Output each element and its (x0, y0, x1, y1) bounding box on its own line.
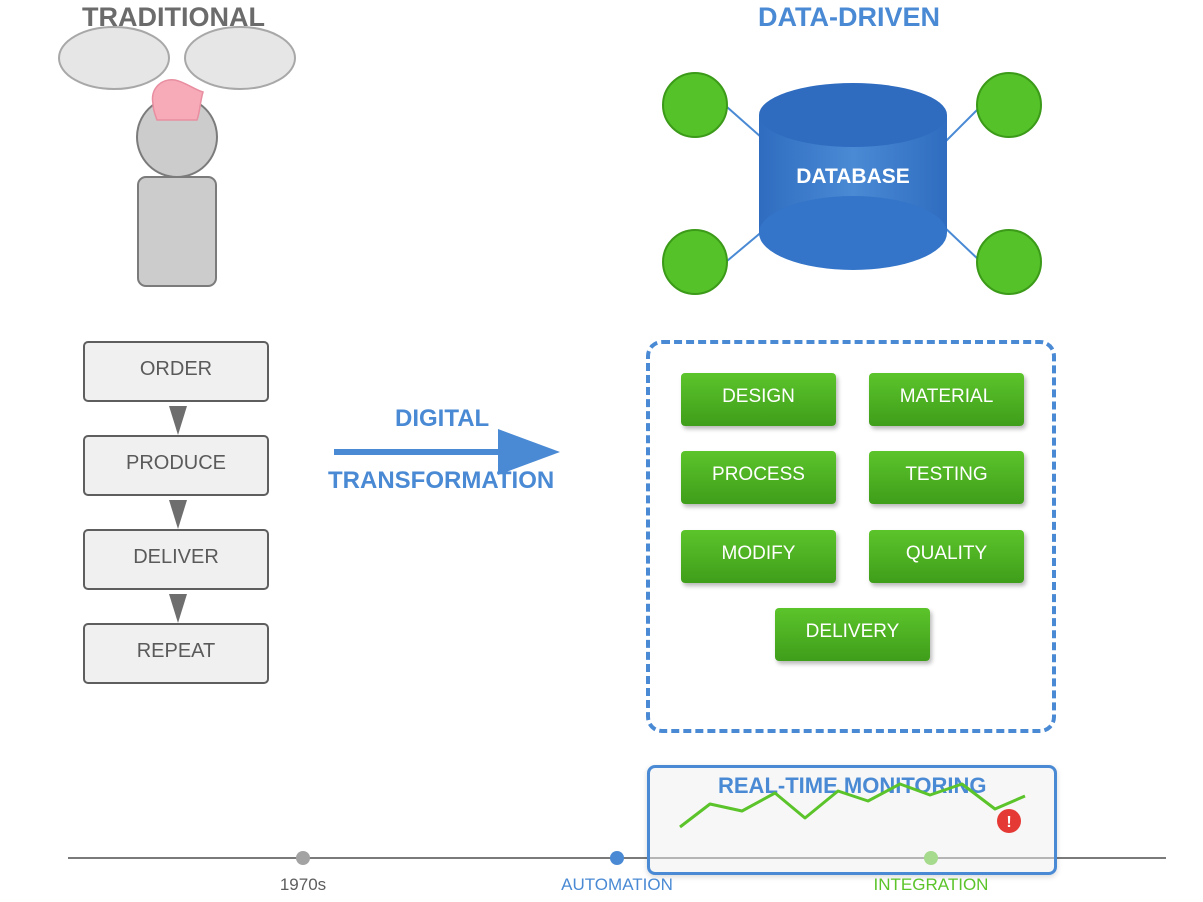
transformation-label-transformation: TRANSFORMATION (328, 467, 555, 494)
node-circle-icon (976, 229, 1042, 295)
arrow-down-icon (169, 594, 187, 623)
data-driven-title: DATA-DRIVEN (758, 2, 940, 32)
svg-text:!: ! (1006, 814, 1011, 831)
arrow-down-icon (169, 406, 187, 435)
stage-design-button[interactable]: DESIGN (681, 373, 836, 426)
thought-bubble-icon (58, 26, 170, 90)
alert-icon: ! (997, 809, 1021, 833)
timeline-label-1970s: 1970s (279, 875, 327, 894)
database-label: DATABASE (796, 165, 910, 188)
transformation-label-digital: DIGITAL (395, 405, 490, 432)
person-body (137, 176, 217, 287)
stage-modify-button[interactable]: MODIFY (681, 530, 836, 583)
timeline-label-automation: AUTOMATION (561, 875, 673, 894)
stage-group-frame (646, 340, 1056, 733)
person-hair (151, 79, 204, 121)
timeline-label-integration: INTEGRATION (873, 875, 989, 894)
stage-material-button[interactable]: MATERIAL (869, 373, 1024, 426)
database-network: DATABASE (662, 72, 1042, 295)
step-connectors (169, 406, 187, 623)
stage-testing-button[interactable]: TESTING (869, 451, 1024, 504)
stage-process-button[interactable]: PROCESS (681, 451, 836, 504)
milestone-dot-automation (610, 851, 624, 865)
milestone-dot-1970s (296, 851, 310, 865)
thought-bubble-icon (184, 26, 296, 90)
database-cylinder-icon (759, 83, 947, 270)
step-deliver: DELIVER (83, 529, 269, 590)
step-produce: PRODUCE (83, 435, 269, 496)
person-icon (58, 26, 296, 287)
transformation-arrow-icon (334, 429, 560, 475)
step-order: ORDER (83, 341, 269, 402)
monitoring-panel (647, 765, 1057, 875)
stage-delivery-button[interactable]: DELIVERY (775, 608, 930, 661)
node-circle-icon (976, 72, 1042, 138)
node-circle-icon (662, 72, 728, 138)
stage-quality-button[interactable]: QUALITY (869, 530, 1024, 583)
monitoring-trend-line (679, 782, 1026, 829)
node-circle-icon (662, 229, 728, 295)
traditional-title: TRADITIONAL (82, 2, 265, 32)
step-repeat: REPEAT (83, 623, 269, 684)
arrow-down-icon (169, 500, 187, 529)
